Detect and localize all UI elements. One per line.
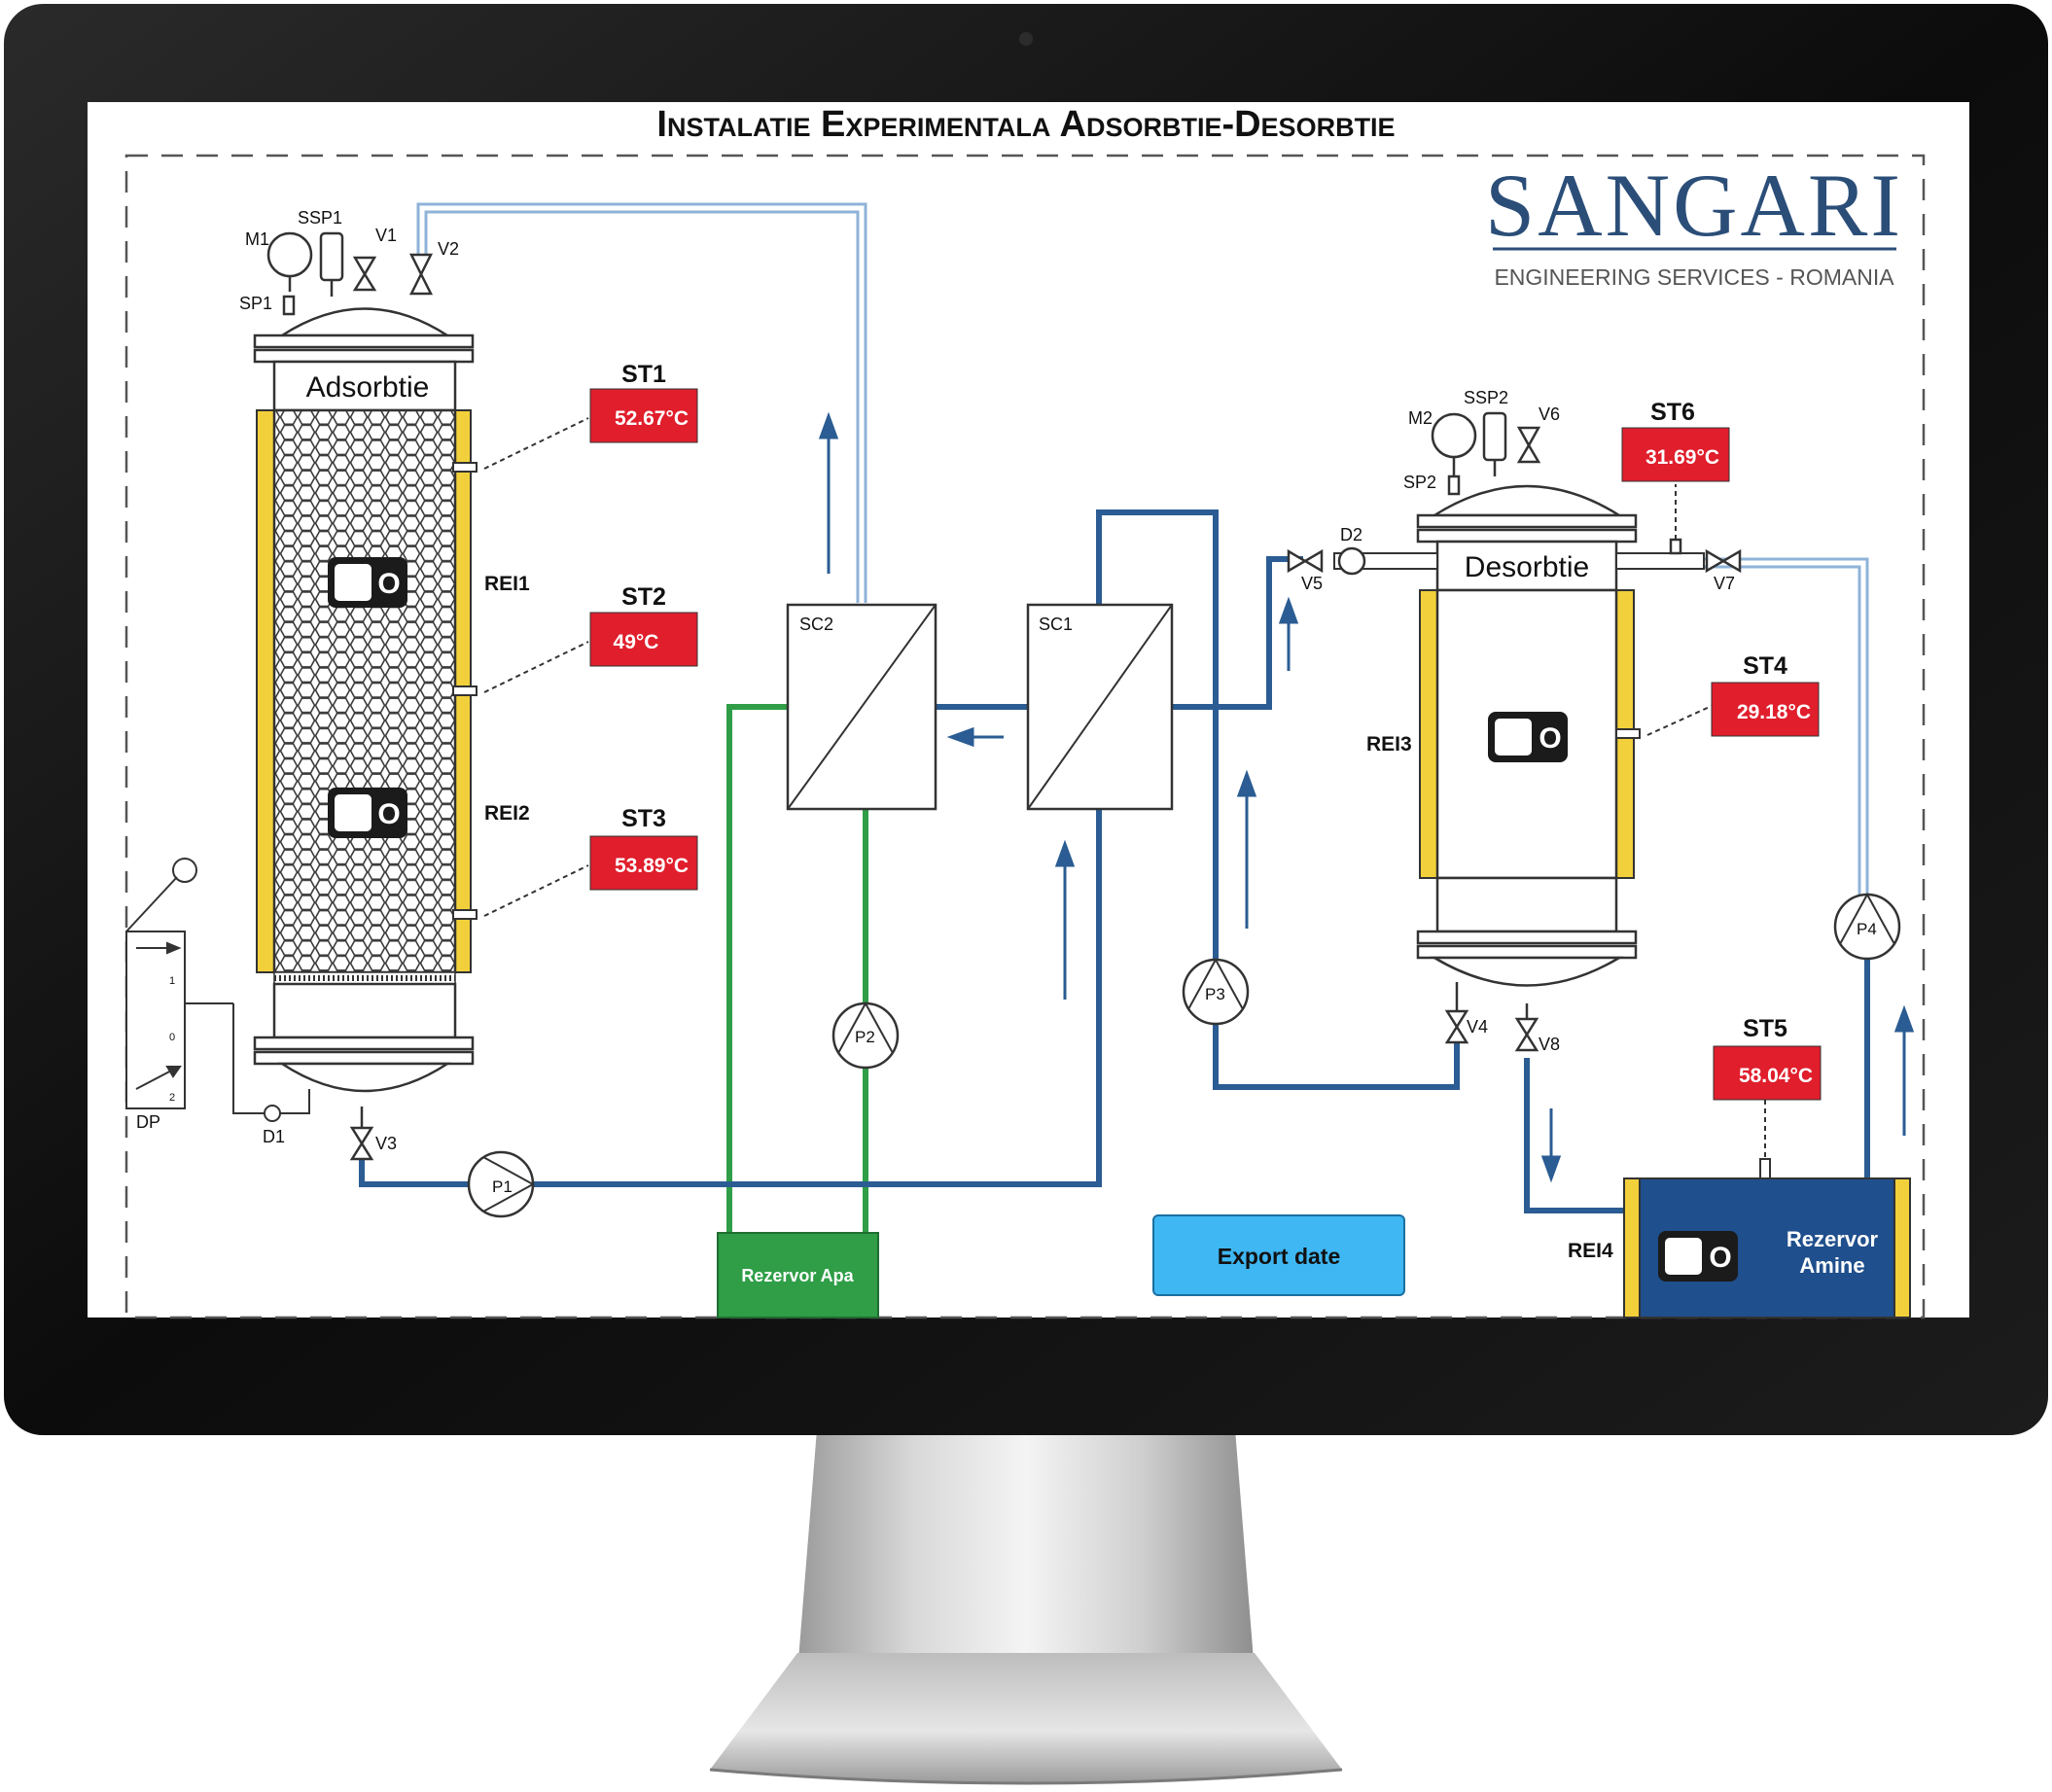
sc1-exchanger: SC1 <box>1026 603 1174 811</box>
flow-arrows <box>818 411 1915 1183</box>
sc1-label: SC1 <box>1039 615 1073 634</box>
rei4-label: REI4 <box>1568 1240 1613 1262</box>
vapour-line <box>416 202 1869 909</box>
rei3-toggle-state: O <box>1539 722 1561 755</box>
st6-sensor: ST6 31.69°C <box>1621 399 1730 482</box>
dp-label: DP <box>136 1112 160 1132</box>
p3-label: P3 <box>1205 985 1225 1003</box>
m1-label: M1 <box>245 229 269 249</box>
amine-tank-label-line1: Rezervor <box>1787 1227 1879 1251</box>
v6-label: V6 <box>1539 404 1560 424</box>
dp-tick-2: 2 <box>169 1092 175 1104</box>
rei4-toggle[interactable]: O <box>1658 1231 1738 1282</box>
p2-pump[interactable]: P2 <box>831 1001 900 1070</box>
screen: Instalatie Experimentala Adsorbtie-Desor… <box>88 102 1969 1319</box>
st1-sensor: ST1 52.67°C <box>589 361 698 443</box>
st4-label: ST4 <box>1743 652 1787 680</box>
st3-label: ST3 <box>621 805 666 832</box>
sp2-label: SP2 <box>1403 473 1436 492</box>
rei2-toggle-state: O <box>377 798 400 830</box>
d1-label: D1 <box>263 1127 285 1146</box>
d2-label: D2 <box>1340 525 1362 545</box>
m2-label: M2 <box>1408 408 1433 428</box>
p4-label: P4 <box>1857 920 1877 938</box>
company-logo: SANGARI ENGINEERING SERVICES - ROMANIA <box>1485 156 1903 290</box>
monitor-stand <box>709 1429 1343 1785</box>
st2-label: ST2 <box>621 583 666 611</box>
st5-value: 58.04°C <box>1739 1065 1813 1087</box>
water-tank-label: Rezervor Apa <box>741 1266 854 1285</box>
st6-label: ST6 <box>1650 399 1695 426</box>
desorption-column: Desorbtie <box>1287 388 1742 1054</box>
dp-tick-0: 0 <box>169 1032 175 1043</box>
st1-label: ST1 <box>621 361 666 388</box>
ssp1-label: SSP1 <box>298 208 342 228</box>
p4-pump[interactable]: P4 <box>1833 892 1901 961</box>
rei2-label: REI2 <box>484 802 530 825</box>
st6-value: 31.69°C <box>1645 446 1719 469</box>
st3-sensor: ST3 53.89°C <box>589 805 698 891</box>
differential-pressure-gauge <box>125 858 310 1122</box>
st4-sensor: ST4 29.18°C <box>1711 652 1820 737</box>
rei1-label: REI1 <box>484 573 530 595</box>
v3-label: V3 <box>375 1134 397 1153</box>
st5-label: ST5 <box>1743 1015 1787 1042</box>
dp-tick-1: 1 <box>169 975 175 987</box>
logo-name: SANGARI <box>1485 156 1903 255</box>
p1-pump[interactable]: P1 <box>467 1150 536 1218</box>
v4-label: V4 <box>1467 1017 1488 1037</box>
logo-tagline: ENGINEERING SERVICES - ROMANIA <box>1494 264 1894 290</box>
water-tank: Rezervor Apa <box>717 1232 879 1318</box>
st1-value: 52.67°C <box>615 407 689 430</box>
st5-sensor: ST5 58.04°C <box>1713 1015 1822 1181</box>
rei1-toggle-state: O <box>377 568 400 600</box>
diagram-frame <box>124 154 1926 1319</box>
p3-pump[interactable]: P3 <box>1182 957 1250 1026</box>
v5-label: V5 <box>1301 574 1323 593</box>
p1-label: P1 <box>492 1177 513 1196</box>
rei3-label: REI3 <box>1366 733 1412 755</box>
st2-sensor: ST2 49°C <box>589 583 698 667</box>
v1-label: V1 <box>375 226 397 245</box>
v2-label: V2 <box>438 239 459 259</box>
page-title: Instalatie Experimentala Adsorbtie-Desor… <box>656 104 1395 145</box>
st3-value: 53.89°C <box>615 855 689 877</box>
p2-label: P2 <box>855 1028 875 1046</box>
adsorption-column: Adsorbtie <box>239 208 589 1161</box>
sc2-exchanger: SC2 <box>786 603 938 811</box>
rei2-toggle[interactable]: O <box>328 788 407 838</box>
st4-value: 29.18°C <box>1737 701 1811 723</box>
sc2-label: SC2 <box>799 615 833 634</box>
webcam <box>1019 32 1033 46</box>
export-button-label: Export date <box>1218 1244 1341 1269</box>
amine-line <box>359 509 1870 1213</box>
sp1-label: SP1 <box>239 294 272 313</box>
desorption-label: Desorbtie <box>1465 551 1589 583</box>
adsorption-label: Adsorbtie <box>306 371 430 404</box>
amine-tank-label-line2: Amine <box>1799 1253 1864 1278</box>
rei3-toggle[interactable]: O <box>1488 712 1568 762</box>
rei4-toggle-state: O <box>1709 1242 1731 1274</box>
ssp2-label: SSP2 <box>1464 388 1508 407</box>
v7-label: V7 <box>1714 574 1735 593</box>
rei1-toggle[interactable]: O <box>328 557 407 608</box>
st2-value: 49°C <box>614 631 659 653</box>
export-button[interactable]: Export date <box>1152 1214 1405 1296</box>
v8-label: V8 <box>1539 1035 1560 1054</box>
